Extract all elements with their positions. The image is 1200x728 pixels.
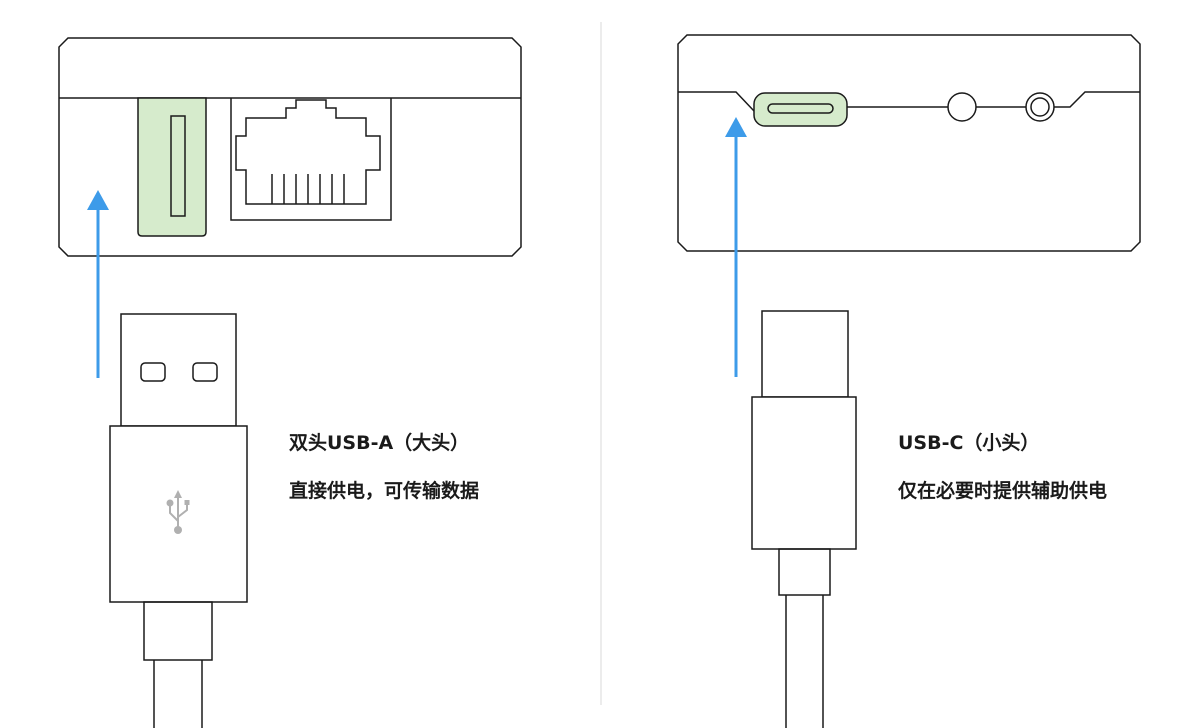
usb-c-plug [751, 310, 857, 728]
usb-a-port [137, 97, 207, 237]
usb-c-port [753, 92, 848, 127]
left-device [58, 37, 522, 257]
right-title: USB-C（小头） [898, 432, 1040, 454]
right-insert-arrow [725, 117, 747, 377]
right-description: 仅在必要时提供辅助供电 [898, 480, 1108, 502]
left-insert-arrow [87, 190, 109, 378]
ethernet-port [230, 98, 392, 221]
left-title: 双头USB-A（大头） [289, 432, 470, 454]
right-device [677, 34, 1141, 252]
usb-symbol-icon [166, 490, 190, 534]
left-description: 直接供电，可传输数据 [289, 480, 480, 502]
